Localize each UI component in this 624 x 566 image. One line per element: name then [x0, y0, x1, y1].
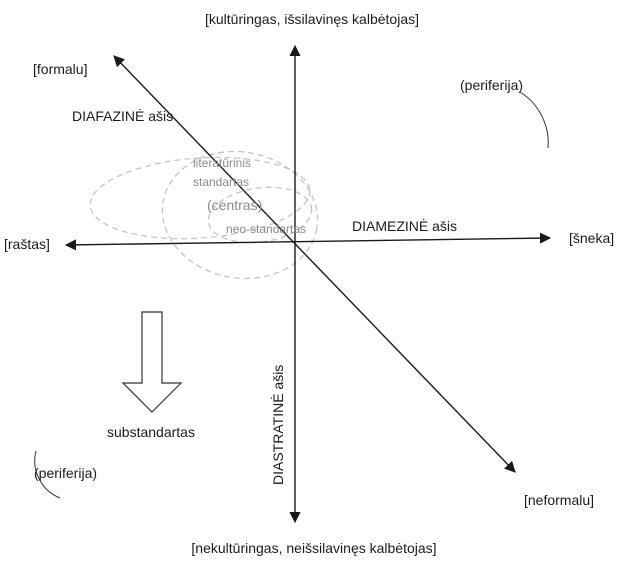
substandard-arrow — [121, 311, 183, 413]
top-label: [kultūringas, išsilavinęs kalbėtojas] — [205, 11, 419, 27]
diaphasic-axis-label: DIAFAZINĖ ašis — [72, 107, 173, 124]
bottom-label: [nekultūringas, neišsilavinęs kalbėtojas… — [191, 540, 436, 556]
formal-label: [formalu] — [33, 61, 87, 77]
inner-ellipse — [207, 186, 313, 244]
diaphasic-axis — [113, 55, 516, 473]
periphery-label-bottom-left: (periferija) — [34, 465, 97, 481]
diamesic-axis-label: DIAMEZINĖ ašis — [352, 217, 457, 234]
centre-label: (centras) — [207, 197, 262, 213]
left-label: [raštas] — [4, 236, 50, 252]
substandard-label: substandartas — [107, 424, 195, 440]
informal-label: [neformalu] — [524, 492, 594, 508]
periphery-arc-top-right — [519, 91, 549, 149]
literary-standard-line1: literatūrinis — [193, 156, 251, 170]
periphery-label-top-right: (periferija) — [460, 77, 523, 93]
literary-standard-line2: standartas — [193, 175, 249, 189]
diamesic-axis — [64, 232, 552, 251]
right-label: [šneka] — [569, 230, 614, 246]
neo-standard-label: neo-standartas — [226, 222, 306, 236]
periphery-arc-bottom-left — [34, 450, 61, 499]
diastratic-axis-label: DIASTRATINĖ ašis — [269, 365, 286, 485]
